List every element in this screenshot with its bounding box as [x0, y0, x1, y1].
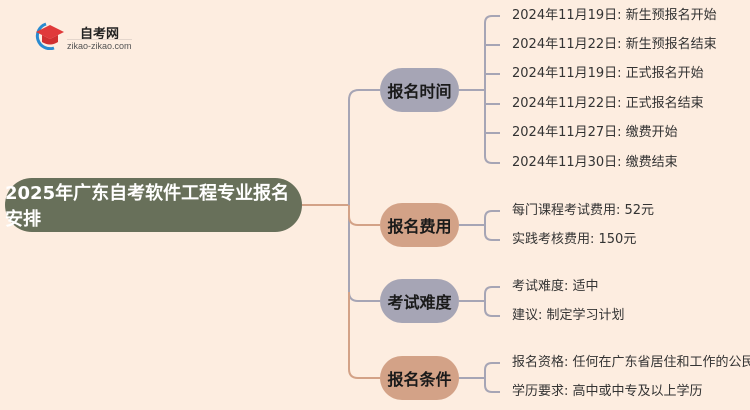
leaf-item: 2024年11月19日: 新生预报名开始 — [512, 8, 717, 23]
logo-title: 自考网 — [80, 27, 120, 42]
leaf-item: 考试难度: 适中 — [512, 279, 599, 294]
leaf-item: 报名资格: 任何在广东省居住和工作的公民 — [512, 355, 750, 370]
leaf-item: 学历要求: 高中或中专及以上学历 — [512, 384, 703, 399]
leaf-item: 2024年11月27日: 缴费开始 — [512, 125, 678, 140]
graduation-cap-icon — [35, 22, 64, 50]
leaf-item: 2024年11月22日: 新生预报名结束 — [512, 37, 717, 52]
leaf-item: 2024年11月30日: 缴费结束 — [512, 155, 678, 170]
logo-url: zikao-zikao.com — [67, 39, 132, 51]
branch-registration-time: 报名时间 — [380, 68, 459, 112]
branch-exam-difficulty: 考试难度 — [380, 279, 459, 323]
root-node: 2025年广东自考软件工程专业报名安排 — [5, 178, 302, 232]
leaf-item: 建议: 制定学习计划 — [512, 308, 625, 323]
leaf-item: 每门课程考试费用: 52元 — [512, 203, 655, 218]
leaf-item: 2024年11月22日: 正式报名结束 — [512, 96, 704, 111]
branch-registration-requirements: 报名条件 — [380, 356, 459, 400]
branch-registration-fee: 报名费用 — [380, 203, 459, 247]
leaf-item: 实践考核费用: 150元 — [512, 232, 637, 247]
leaf-item: 2024年11月19日: 正式报名开始 — [512, 66, 704, 81]
